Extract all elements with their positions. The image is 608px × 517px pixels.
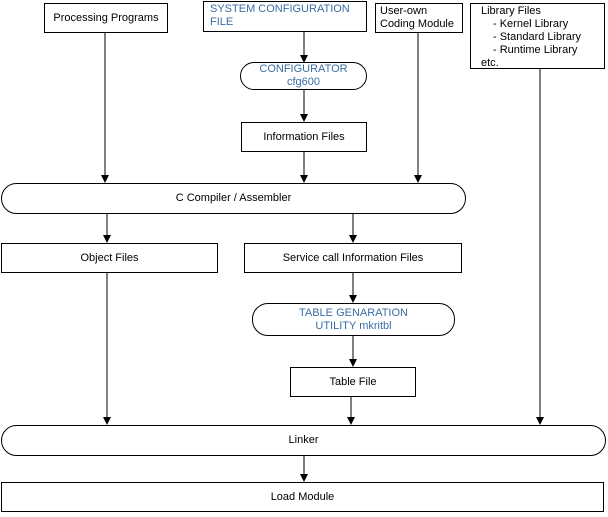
system-configuration-file-box: SYSTEM CONFIGURATION FILE: [203, 1, 367, 32]
linker-label: Linker: [288, 434, 319, 446]
table-generation-line2: UTILITY mkritbl: [315, 319, 392, 332]
table-file-box: Table File: [290, 367, 416, 397]
system-config-line2: FILE: [210, 16, 234, 28]
configurator-line2: cfg600: [286, 76, 321, 88]
service-call-information-files-label: Service call Information Files: [282, 251, 424, 264]
service-call-information-files-box: Service call Information Files: [244, 243, 462, 273]
library-item-kernel: - Kernel Library: [493, 18, 569, 30]
table-generation-utility-box: TABLE GENARATION UTILITY mkritbl: [252, 303, 455, 336]
linker-box: Linker: [1, 425, 606, 456]
object-files-box: Object Files: [1, 243, 218, 273]
user-own-coding-module-box: User-own Coding Module: [375, 3, 463, 33]
processing-programs-label: Processing Programs: [53, 11, 159, 24]
library-files-etc: etc.: [481, 57, 499, 69]
library-item-standard: - Standard Library: [493, 31, 582, 43]
table-generation-line1: TABLE GENARATION: [298, 306, 408, 319]
table-file-label: Table File: [329, 375, 377, 388]
library-files-box: Library Files - Kernel Library - Standar…: [470, 3, 605, 69]
information-files-box: Information Files: [241, 122, 367, 152]
load-module-box: Load Module: [1, 482, 604, 512]
information-files-label: Information Files: [263, 130, 345, 143]
configurator-line1: CONFIGURATOR: [259, 63, 348, 75]
system-config-line1: SYSTEM CONFIGURATION: [210, 3, 350, 15]
processing-programs-box: Processing Programs: [44, 3, 168, 33]
c-compiler-assembler-label: C Compiler / Assembler: [175, 192, 292, 204]
load-module-label: Load Module: [270, 490, 335, 503]
c-compiler-assembler-box: C Compiler / Assembler: [1, 183, 466, 214]
user-own-line2: Coding Module: [380, 18, 454, 30]
library-item-runtime: - Runtime Library: [493, 44, 578, 56]
library-files-title: Library Files: [481, 5, 541, 17]
user-own-line1: User-own: [380, 5, 428, 17]
object-files-label: Object Files: [80, 251, 139, 264]
configurator-box: CONFIGURATOR cfg600: [240, 62, 367, 90]
